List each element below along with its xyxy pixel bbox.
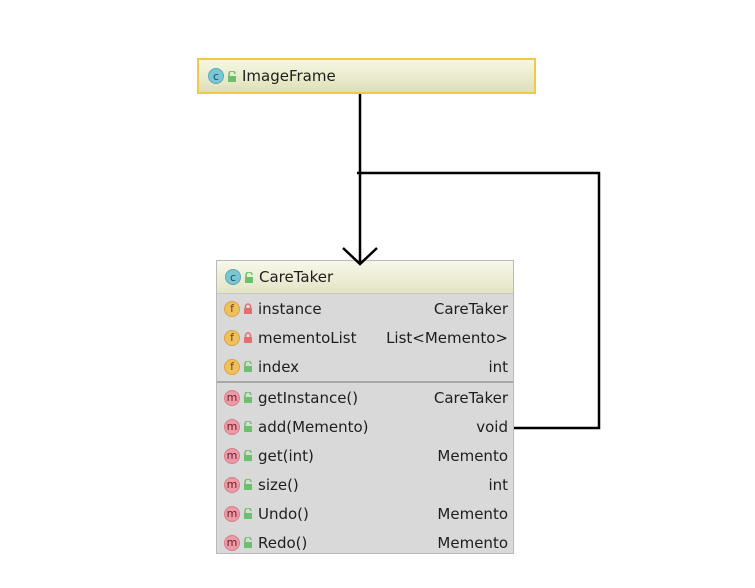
method-icon: m [224, 476, 240, 493]
association-path [357, 171, 601, 430]
method-row-name: Undo() [258, 504, 309, 523]
method-row-name: getInstance() [258, 388, 359, 407]
dependency-arrow[interactable] [342, 94, 378, 266]
method-row-type: Memento [437, 533, 508, 552]
method-row[interactable]: m get(int) Memento [217, 441, 513, 470]
method-row[interactable]: m size() int [217, 470, 513, 499]
method-icon: m [224, 534, 240, 551]
class-icon: c [225, 269, 241, 285]
method-row-type: Memento [437, 446, 508, 465]
method-row-name: size() [258, 475, 299, 494]
method-icon: m [224, 418, 240, 435]
public-lock-open-icon [244, 421, 252, 432]
public-lock-open-icon [244, 450, 252, 461]
class-name: CareTaker [259, 268, 334, 286]
method-row[interactable]: m Undo() Memento [217, 499, 513, 528]
method-icon: m [224, 389, 240, 406]
class-name: ImageFrame [242, 67, 336, 85]
private-lock-icon [244, 332, 252, 343]
field-row-type: CareTaker [433, 299, 508, 318]
public-lock-open-icon [244, 508, 252, 519]
methods-section: m getInstance() CareTaker m add(Memento) void… [217, 383, 513, 557]
method-row-type: CareTaker [433, 388, 508, 407]
method-row-type: int [488, 475, 508, 494]
public-lock-open-icon [228, 70, 236, 82]
field-row[interactable]: f mementoList List<Memento> [217, 323, 513, 352]
field-row-type: int [488, 357, 508, 376]
self-association-line[interactable] [357, 171, 601, 430]
method-row-type: Memento [437, 504, 508, 523]
public-lock-open-icon [244, 537, 252, 548]
field-icon: f [224, 300, 240, 317]
field-row-name: index [258, 357, 300, 376]
method-row[interactable]: m getInstance() CareTaker [217, 383, 513, 412]
public-lock-open-icon [244, 479, 252, 490]
public-lock-open-icon [244, 361, 252, 372]
field-row-type: List<Memento> [386, 328, 508, 347]
field-icon: f [224, 358, 240, 375]
class-node-imageframe[interactable]: c ImageFrame [197, 58, 536, 94]
class-icon: c [208, 68, 224, 84]
method-row[interactable]: m Redo() Memento [217, 528, 513, 557]
field-row[interactable]: f index int [217, 352, 513, 381]
private-lock-icon [244, 303, 252, 314]
section-divider [217, 381, 513, 383]
field-row-name: instance [258, 299, 322, 318]
arrow-head [342, 247, 378, 266]
public-lock-open-icon [244, 392, 252, 403]
method-row-name: Redo() [258, 533, 308, 552]
method-row[interactable]: m add(Memento) void [217, 412, 513, 441]
field-row[interactable]: f instance CareTaker [217, 294, 513, 323]
method-icon: m [224, 447, 240, 464]
class-header[interactable]: c CareTaker [217, 261, 513, 294]
field-icon: f [224, 329, 240, 346]
method-row-type: void [476, 417, 508, 436]
method-row-name: get(int) [258, 446, 314, 465]
fields-section: f instance CareTaker f mementoList List<Memen… [217, 294, 513, 381]
method-row-name: add(Memento) [258, 417, 369, 436]
field-row-name: mementoList [258, 328, 357, 347]
method-icon: m [224, 505, 240, 522]
public-lock-open-icon [245, 271, 253, 283]
